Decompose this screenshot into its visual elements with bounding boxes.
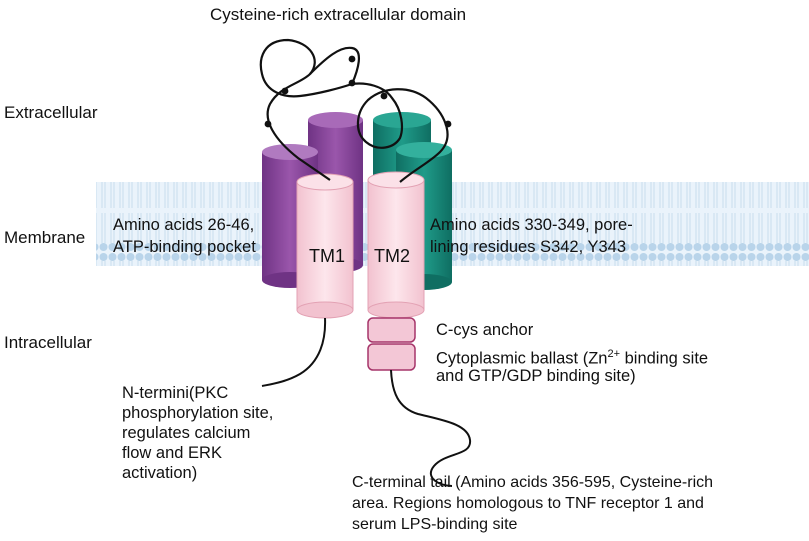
cytoplasmic-ballast-label-line1: Cytoplasmic ballast (Zn2+ binding site [436, 348, 709, 368]
tm1-label: TM1 [309, 246, 345, 266]
diagram-title: Cysteine-rich extracellular domain [210, 5, 467, 24]
right-tm-annotation-line2: lining residues S342, Y343 [430, 238, 627, 256]
c-cys-anchor-label: C-cys anchor [436, 321, 534, 339]
left-tm-annotation-line2: ATP-binding pocket [113, 238, 256, 256]
n-terminus-line [261, 317, 327, 387]
n-terminus-label-line3: regulates calcium [122, 424, 251, 442]
region-label-membrane: Membrane [4, 228, 86, 247]
cytoplasmic-ballast-box [367, 343, 416, 371]
extracellular-loop-top [309, 46, 360, 85]
c-terminal-tail-label-line2: area. Regions homologous to TNF receptor… [352, 495, 704, 512]
membrane-bilayer [96, 182, 809, 266]
c-terminal-tail-line [390, 369, 472, 487]
c-terminal-tail-label-line1: C-terminal tail (Amino acids 356-595, Cy… [352, 474, 714, 491]
left-tm-annotation-line1: Amino acids 26-46, [113, 216, 255, 234]
c-cys-anchor-box [367, 317, 416, 343]
n-terminus-label-line5: activation) [122, 464, 198, 482]
right-tm-annotation-line1: Amino acids 330-349, pore- [430, 216, 633, 234]
disulfide-dots [264, 55, 452, 128]
cytoplasmic-ballast-label-line2: and GTP/GDP binding site) [436, 367, 636, 385]
tm2-helix [367, 171, 425, 319]
tm2-label: TM2 [374, 246, 410, 266]
region-label-intracellular: Intracellular [4, 333, 92, 352]
tm1-helix [296, 173, 354, 319]
n-terminus-label-line1: N-termini(PKC [122, 384, 229, 402]
c-terminal-tail-label-line3: serum LPS-binding site [352, 516, 518, 533]
region-label-extracellular: Extracellular [4, 103, 98, 122]
n-terminus-label-line4: flow and ERK [122, 444, 222, 462]
n-terminus-label-line2: phosphorylation site, [122, 404, 274, 422]
